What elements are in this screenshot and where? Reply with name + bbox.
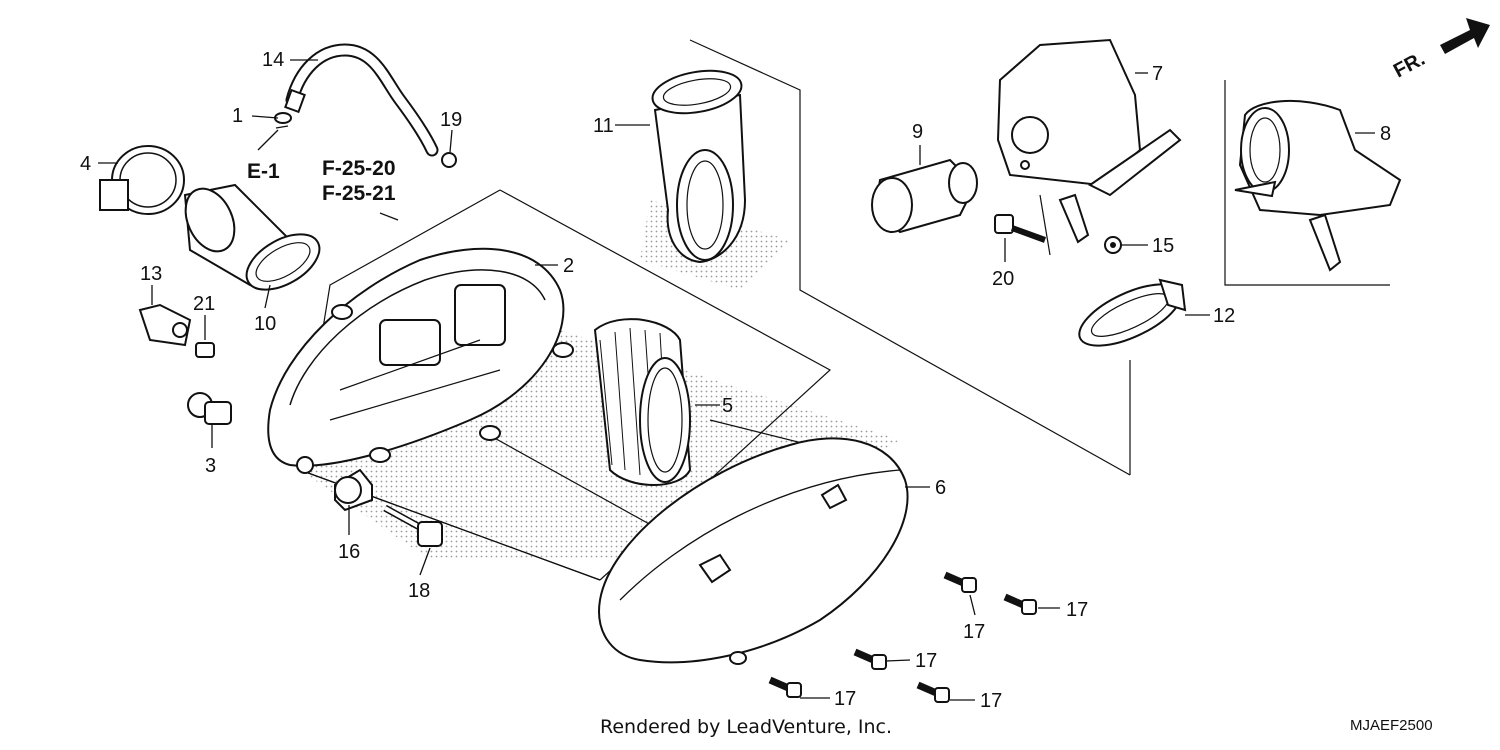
label-part-20: 20 (992, 268, 1014, 290)
callout-leaders (98, 59, 1375, 701)
label-part-21: 21 (193, 293, 215, 315)
label-part-12: 12 (1213, 305, 1235, 327)
air-cleaner-cover (598, 437, 909, 665)
label-part-19: 19 (440, 109, 462, 131)
label-part-6: 6 (935, 477, 946, 499)
label-part-17: 17 (1066, 599, 1088, 621)
label-part-4: 4 (80, 153, 91, 175)
label-part-8: 8 (1380, 123, 1391, 145)
ref-f-25-21: F-25-21 (322, 182, 396, 205)
label-part-18: 18 (408, 580, 430, 602)
small-duct (871, 158, 978, 234)
label-part-9: 9 (912, 121, 923, 143)
hose-clip (195, 342, 215, 358)
diagram-code: MJAEF2500 (1350, 717, 1433, 734)
label-part-7: 7 (1152, 63, 1163, 85)
label-part-16: 16 (338, 541, 360, 563)
air-filter-element (593, 318, 692, 486)
mounting-bolt (383, 504, 443, 547)
reference-labels: E-1 F-25-20 F-25-21 (247, 157, 399, 221)
label-part-15: 15 (1152, 235, 1174, 257)
ref-f-25-20: F-25-20 (322, 157, 396, 180)
label-part-5: 5 (722, 395, 733, 417)
label-part-13: 13 (140, 263, 162, 285)
label-part-11: 11 (593, 115, 614, 137)
front-arrow-icon (1440, 18, 1490, 54)
cover-screw (768, 676, 802, 698)
intake-duct (651, 69, 747, 264)
front-label: FR. (1390, 48, 1429, 83)
label-part-3: 3 (205, 455, 216, 477)
band-clamp (99, 145, 185, 215)
front-direction-indicator: FR. (1390, 18, 1490, 82)
label-part-2: 2 (563, 255, 574, 277)
grommet (187, 392, 232, 425)
case-grommet (296, 456, 373, 512)
label-part-17: 17 (834, 688, 856, 710)
label-part-10: 10 (254, 313, 276, 335)
alternate-resonator (1234, 100, 1402, 272)
tube-clip-small (441, 152, 457, 168)
label-part-17: 17 (963, 621, 985, 643)
credit-text: Rendered by LeadVenture, Inc. (600, 716, 892, 738)
resonator-nut (1104, 236, 1122, 254)
label-part-17: 17 (915, 650, 937, 672)
cover-screw (916, 681, 950, 703)
label-part-1: 1 (232, 105, 243, 127)
resonator-bolt (994, 214, 1047, 243)
cover-screw (1003, 593, 1037, 615)
resonator-chamber (996, 38, 1182, 244)
part-number-labels: 14 1 4 19 2 10 13 21 3 5 6 11 9 7 8 20 1… (80, 49, 1391, 712)
cover-screw (853, 648, 887, 670)
duct-seal (1078, 278, 1187, 347)
cover-screws (768, 571, 1037, 703)
air-cleaner-case (267, 247, 574, 467)
ref-e-1: E-1 (247, 160, 280, 183)
tube-clip (274, 112, 292, 129)
label-part-14: 14 (262, 49, 284, 71)
bracket (138, 303, 192, 347)
air-cleaner-joint (183, 183, 321, 291)
breather-tube (284, 43, 439, 157)
label-part-17: 17 (980, 690, 1002, 712)
cover-screw (943, 571, 977, 593)
